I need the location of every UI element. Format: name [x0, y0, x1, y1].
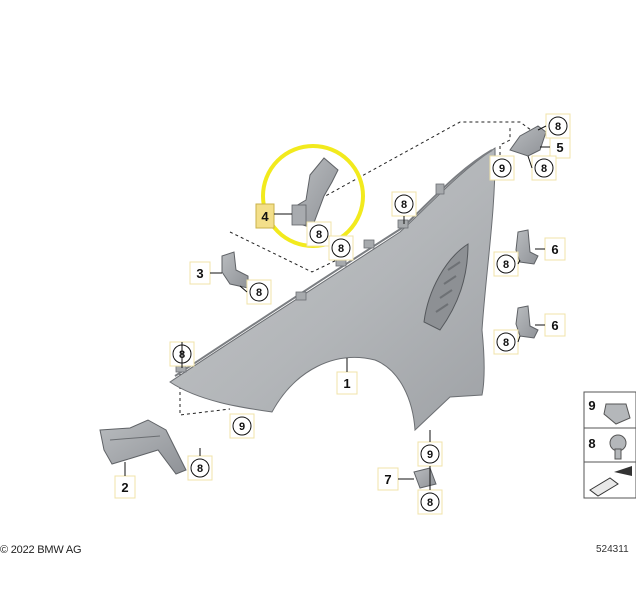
bracket-part-6-lower	[515, 305, 539, 339]
fastener-8: 8	[503, 259, 509, 271]
legend-callout-8: 8	[588, 436, 595, 451]
legend-callout-9: 9	[588, 398, 595, 413]
fastener-9: 9	[427, 449, 433, 461]
front-fender-part	[169, 147, 496, 432]
fastener-8: 8	[197, 463, 203, 475]
fastener-8: 8	[338, 243, 344, 255]
marker-ticks	[181, 125, 547, 490]
callout-7: 7	[384, 472, 391, 487]
bracket-part-5	[509, 125, 547, 157]
fastener-8: 8	[555, 121, 561, 133]
callout-5: 5	[556, 140, 563, 155]
fastener-8: 8	[256, 287, 262, 299]
clip-nut-icon	[603, 403, 631, 425]
callout-4: 4	[261, 209, 269, 224]
callout-labels: 4 1 2 3 5 6 6 7 9 8	[114, 135, 596, 499]
callout-6-lower: 6	[551, 318, 558, 333]
fastener-8: 8	[541, 163, 547, 175]
fastener-8: 8	[401, 199, 407, 211]
fastener-9: 9	[499, 163, 505, 175]
copyright-text: © 2022 BMW AG	[0, 544, 82, 556]
tool-icon	[589, 466, 632, 497]
callout-1: 1	[343, 376, 350, 391]
fastener-9: 9	[239, 421, 245, 433]
fastener-legend	[583, 391, 636, 499]
callout-2: 2	[121, 480, 128, 495]
fastener-8: 8	[427, 497, 433, 509]
callout-3: 3	[196, 266, 203, 281]
fastener-8: 8	[316, 229, 322, 241]
fastener-8: 8	[503, 337, 509, 349]
bracket-part-6-upper	[515, 229, 539, 265]
callout-6-upper: 6	[551, 242, 558, 257]
figure-id: 524311	[596, 544, 629, 555]
bracket-part-7	[413, 467, 437, 489]
bracket-part-3	[221, 251, 249, 289]
bracket-part-4	[291, 157, 339, 229]
bracket-part-2	[99, 419, 187, 475]
bolt-icon	[609, 434, 627, 460]
